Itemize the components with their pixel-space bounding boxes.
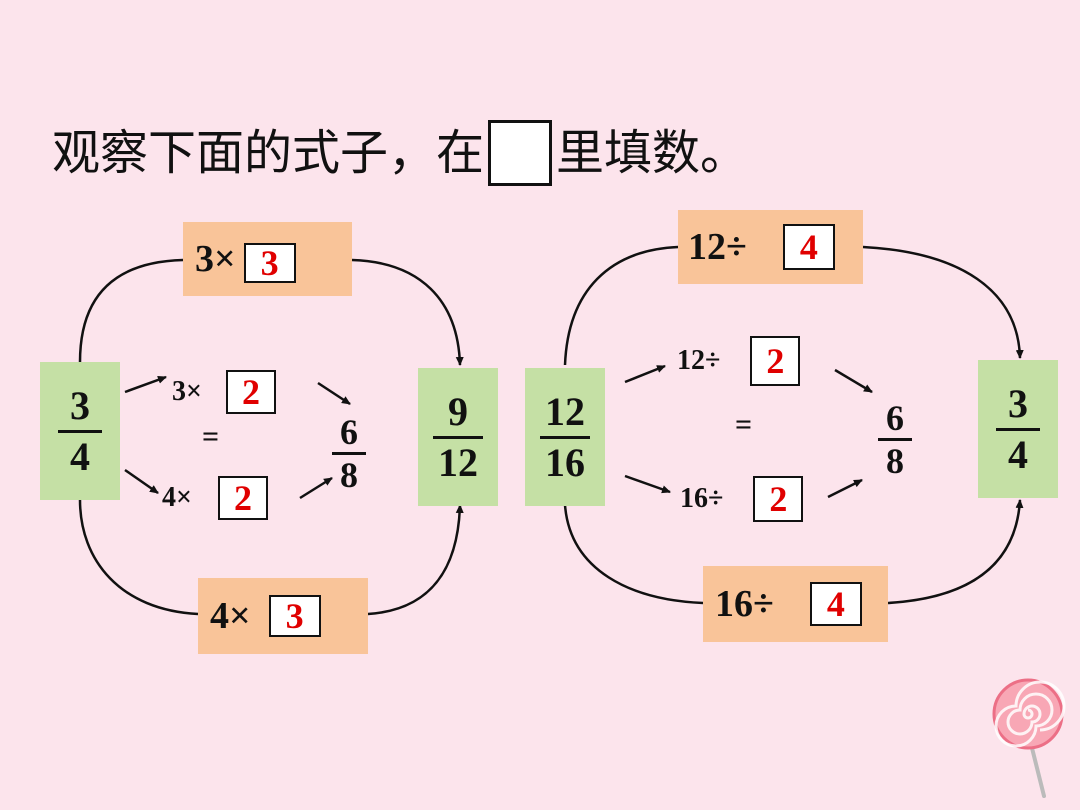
right-inner-arrow-3 [624,474,671,494]
right-top-op-label: 12÷ [688,226,747,268]
right-start-numerator: 12 [545,388,585,434]
right-inner-top-label: 12÷ [677,345,721,376]
left-inner-arrow-3 [124,468,159,495]
left-top-arc [78,258,184,363]
left-inner-bottom-op: 4× 2 [162,476,268,520]
left-end-numerator: 9 [448,388,468,434]
left-bottom-op-label: 4× [210,595,251,637]
right-mid-fraction: 6 8 [872,396,918,482]
instruction-title: 观察下面的式子，在 里填数。 [52,118,748,188]
right-bottom-arc-arrow [887,499,1024,605]
left-inner-arrow-4 [299,476,333,500]
left-inner-top-label: 3× [172,376,202,407]
right-inner-top-answer-box[interactable]: 2 [750,336,801,386]
right-end-numerator: 3 [1008,380,1028,426]
left-start-fraction: 3 4 [40,362,120,500]
title-text-before: 观察下面的式子，在 [52,125,485,181]
left-end-denominator: 12 [438,439,478,485]
left-bottom-operation: 4× 3 [198,578,368,654]
left-bottom-answer-box[interactable]: 3 [268,595,321,637]
left-bottom-arc [78,499,199,616]
right-top-answer-box[interactable]: 4 [782,224,835,270]
left-equals-sign: = [202,420,220,453]
left-start-numerator: 3 [70,382,90,428]
left-bottom-arc-arrow [367,504,464,616]
left-inner-arrow-2 [317,381,351,406]
right-bottom-operation: 16÷ 4 [703,566,888,642]
right-top-operation: 12÷ 4 [678,210,863,284]
fraction-bar [540,435,590,439]
right-mid-numerator: 6 [886,397,904,438]
right-top-arc [563,245,679,366]
fraction-bar [332,451,366,455]
right-start-denominator: 16 [545,439,585,485]
left-mid-denominator: 8 [340,454,358,495]
right-inner-top-op: 12÷ 2 [677,336,801,386]
left-top-operation: 3× 3 [183,222,352,296]
left-top-answer-box[interactable]: 3 [243,243,296,283]
fraction-bar [433,435,483,439]
right-inner-arrow-4 [827,478,863,499]
right-bottom-answer-box[interactable]: 4 [809,582,862,626]
left-start-denominator: 4 [70,433,90,479]
blank-box-icon [488,120,553,186]
right-end-denominator: 4 [1008,431,1028,477]
left-top-op-label: 3× [195,238,236,280]
left-inner-bottom-answer-box[interactable]: 2 [217,476,268,520]
left-end-fraction: 9 12 [418,368,498,506]
left-inner-bottom-label: 4× [162,482,192,513]
right-inner-bottom-op: 16÷ 2 [680,476,804,522]
left-top-arc-arrow [351,258,464,366]
right-start-fraction: 12 16 [525,368,605,506]
right-end-fraction: 3 4 [978,360,1058,498]
right-inner-bottom-label: 16÷ [680,483,724,514]
right-bottom-op-label: 16÷ [715,583,774,625]
right-inner-arrow-2 [834,368,873,394]
right-inner-arrow-1 [624,364,666,384]
left-inner-arrow-1 [124,375,167,394]
fraction-bar [996,427,1040,431]
left-mid-numerator: 6 [340,411,358,452]
lollipop-icon [992,678,1066,798]
right-bottom-arc [563,504,704,605]
left-mid-fraction: 6 8 [326,410,372,496]
left-inner-top-op: 3× 2 [172,370,276,414]
fraction-bar [58,429,102,433]
right-mid-denominator: 8 [886,440,904,481]
right-top-arc-arrow [862,245,1024,359]
right-equals-sign: = [735,408,753,441]
left-inner-top-answer-box[interactable]: 2 [225,370,276,414]
fraction-bar [878,437,912,441]
title-text-after: 里填数。 [556,125,749,181]
right-inner-bottom-answer-box[interactable]: 2 [753,476,804,522]
